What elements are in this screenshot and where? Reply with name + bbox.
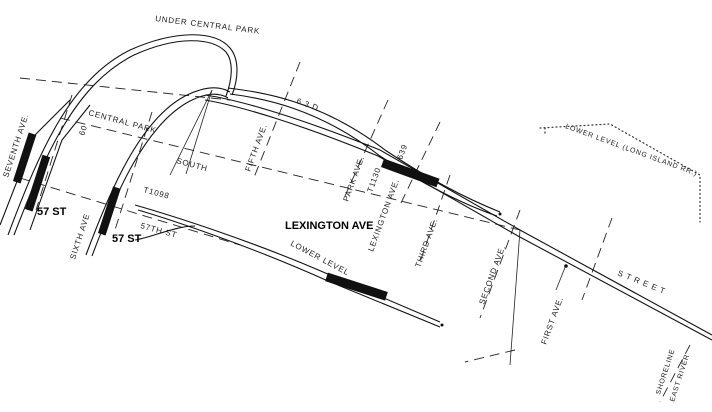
platform-57-sixth bbox=[97, 186, 121, 236]
connector-fifth bbox=[169, 89, 213, 176]
label-lower-level: LOWER LEVEL bbox=[289, 239, 351, 278]
label-second-ave: SECOND AVE. bbox=[477, 244, 507, 306]
platform-57-seventh-b bbox=[24, 154, 51, 212]
label-first-ave: FIRST AVE. bbox=[539, 295, 565, 345]
platform-lexington-upper bbox=[380, 158, 440, 188]
tracks bbox=[0, 34, 712, 341]
label-60: 60 bbox=[77, 124, 89, 137]
track-marker-first bbox=[564, 264, 568, 268]
track-63rd-upper-b bbox=[229, 93, 498, 217]
connector-first bbox=[555, 264, 567, 291]
platform-lexington-lower bbox=[325, 272, 388, 301]
track-central-park-outer-b bbox=[13, 40, 232, 236]
avenue-line-first bbox=[581, 217, 613, 301]
track-lower-level-b bbox=[137, 209, 441, 328]
label-639: 639 bbox=[395, 143, 409, 161]
street-line-57th bbox=[19, 177, 241, 246]
station-lexington-ave: LEXINGTON AVE bbox=[285, 220, 373, 232]
track-seventh-ave-b bbox=[29, 104, 91, 231]
platforms bbox=[12, 132, 440, 301]
track-central-park-outer-a bbox=[7, 34, 238, 236]
label-south: SOUTH bbox=[175, 156, 208, 173]
label-sixth-ave: SIXTH AVE bbox=[68, 212, 91, 260]
track-63rd-upper-a bbox=[227, 87, 501, 213]
street-line-central-park-south bbox=[59, 117, 521, 231]
label-lower-level-lirr: LOWER LEVEL (LONG ISLAND RR.) bbox=[564, 123, 698, 177]
track-lower-level-a bbox=[134, 204, 441, 323]
connector-fifth-b bbox=[185, 89, 213, 175]
track-sixth-spur bbox=[134, 225, 196, 241]
track-63rd-main-b bbox=[204, 99, 712, 341]
track-end-marker-lower bbox=[440, 323, 444, 327]
label-t1130: T1130 bbox=[365, 166, 382, 194]
label-fifth-ave: FIFTH AVE. bbox=[243, 123, 269, 173]
avenue-line-second bbox=[479, 209, 521, 319]
label-under-central-park: UNDER CENTRAL PARK bbox=[155, 14, 261, 36]
track-63rd-main-a bbox=[204, 94, 712, 336]
street-lines bbox=[19, 61, 691, 403]
avenue-line-seventh bbox=[35, 94, 73, 211]
label-street: S T R E E T bbox=[616, 269, 667, 296]
connector-second bbox=[509, 229, 521, 366]
label-57th-st: 57TH ST bbox=[139, 221, 178, 239]
label-central-park: CENTRAL PARK bbox=[87, 108, 157, 135]
lirr-lower-level-outline bbox=[539, 123, 701, 223]
street-line-lower bbox=[464, 349, 516, 363]
track-end-marker-upper bbox=[498, 212, 502, 216]
station-57-st-sixth: 57 ST bbox=[112, 233, 142, 245]
avenue-line-park bbox=[344, 99, 389, 197]
platform-57-seventh-a bbox=[12, 132, 37, 184]
avenue-line-fifth bbox=[252, 61, 301, 181]
shoreline-line bbox=[659, 344, 691, 403]
station-57-st-seventh: 57 ST bbox=[37, 206, 67, 218]
track-sixth-ave-a bbox=[85, 87, 231, 256]
label-park-ave: PARK AVE. bbox=[341, 155, 366, 203]
street-line-63-upper bbox=[19, 77, 231, 101]
label-t1098: T1098 bbox=[142, 185, 170, 201]
label-third-ave: THIRD AVE. bbox=[413, 217, 439, 269]
